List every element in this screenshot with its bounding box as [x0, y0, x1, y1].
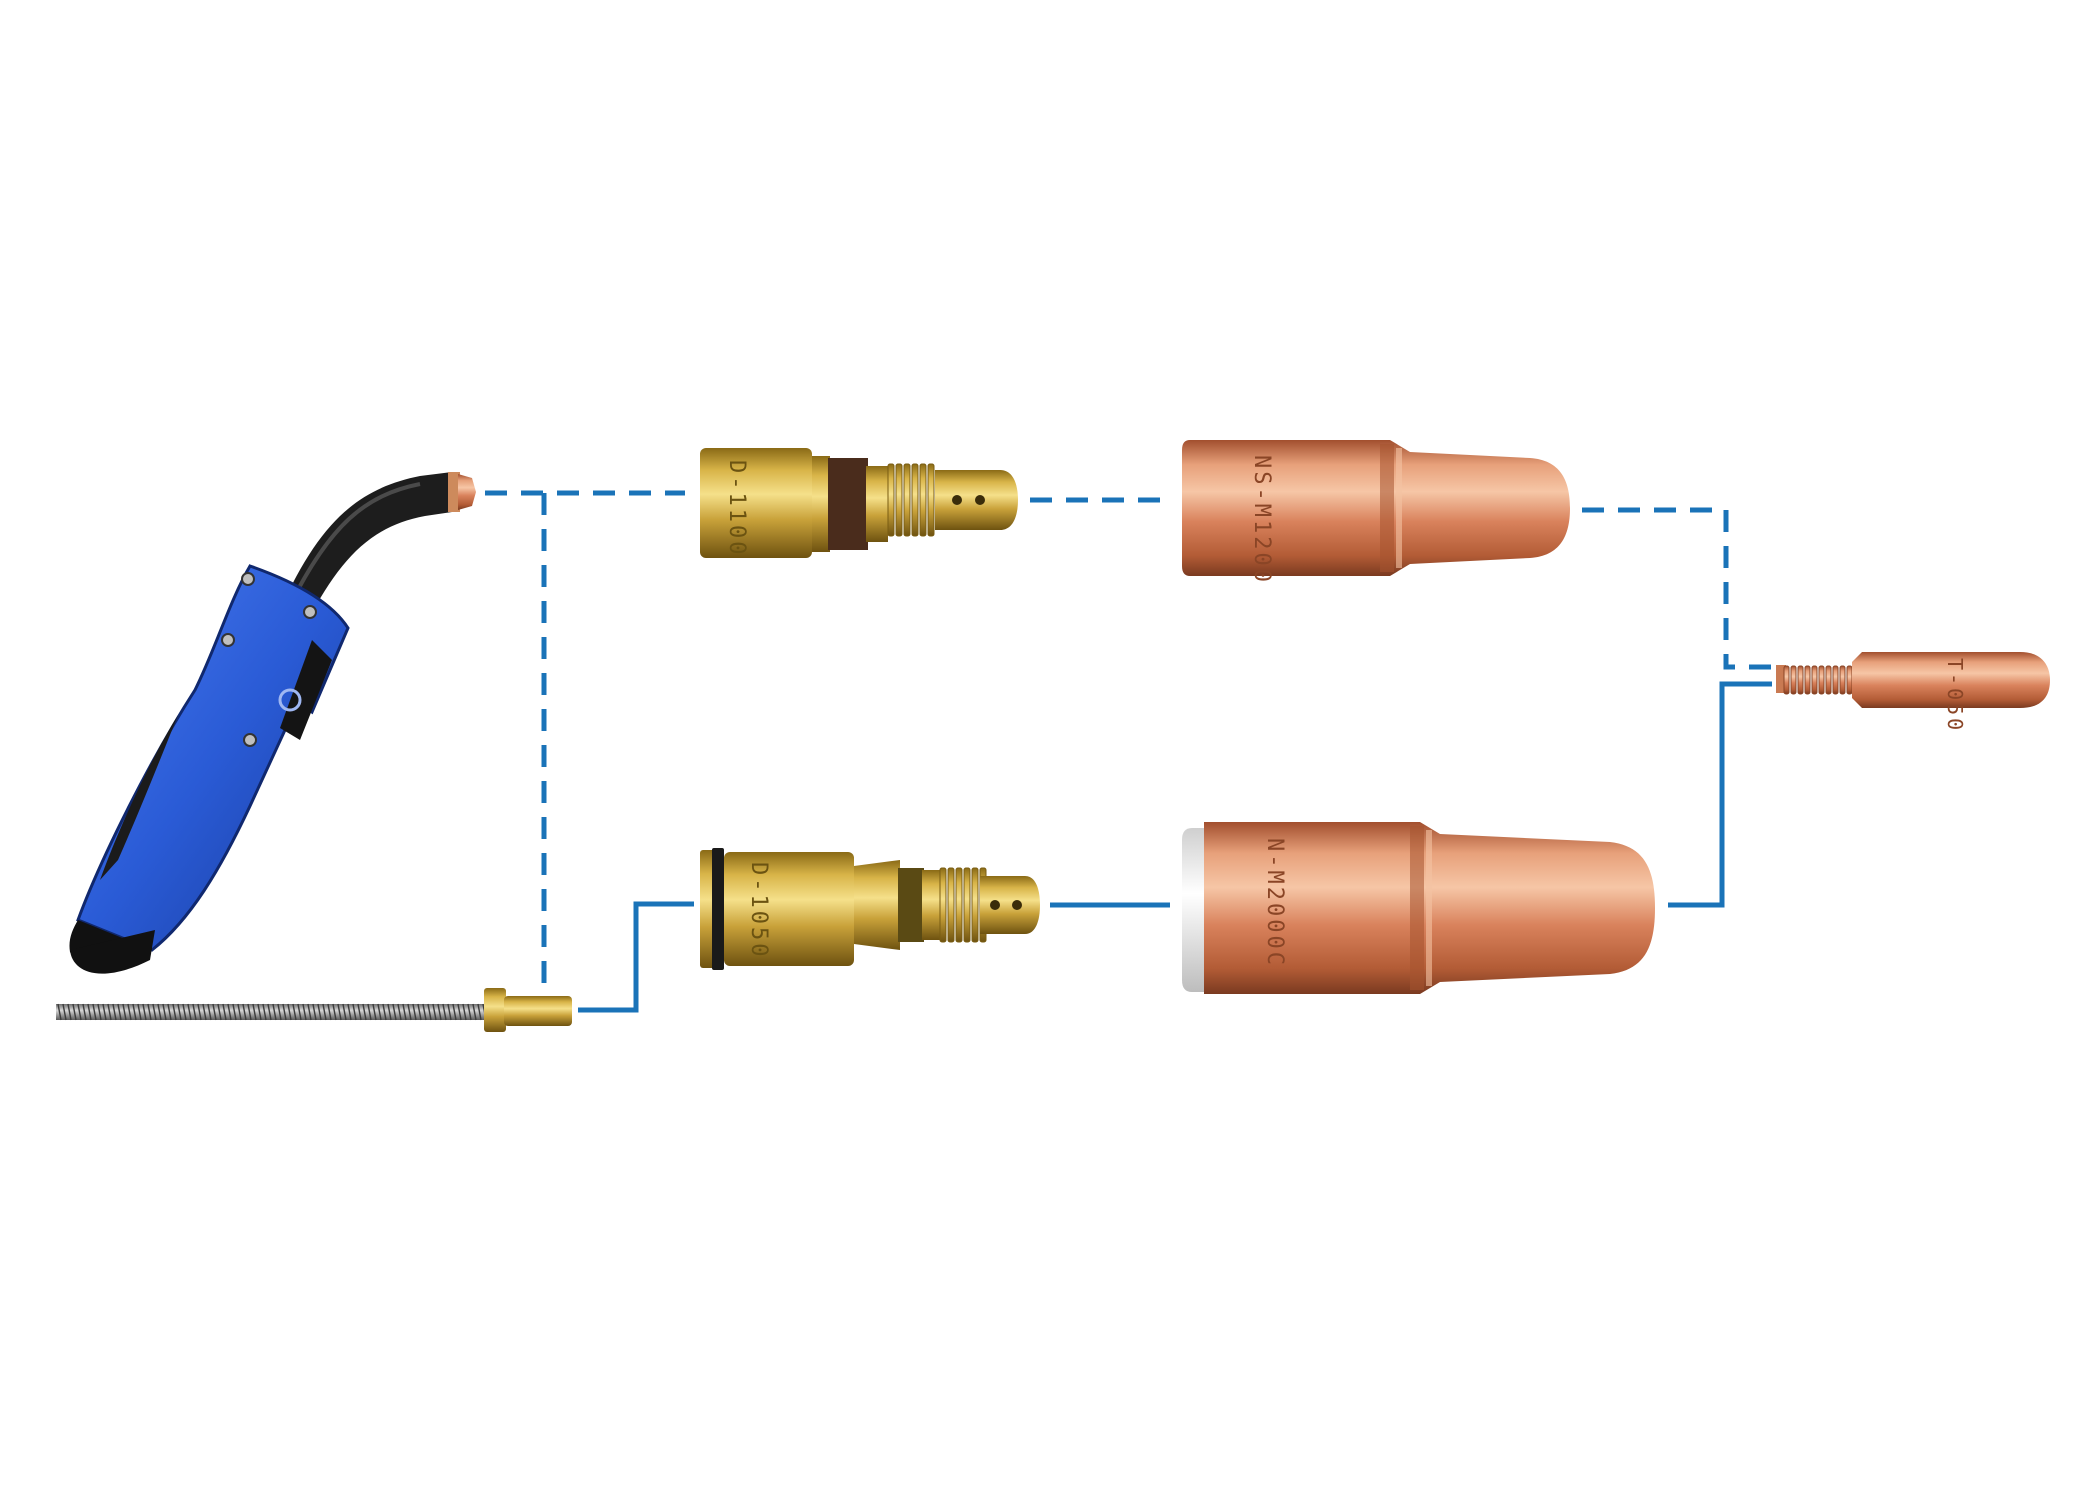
gas-diffuser-bottom: D-1050: [700, 848, 1040, 970]
connector-lines: [485, 490, 1772, 1013]
nozzle-top-marking: NS-M1200: [1249, 455, 1274, 585]
link-nozzle-top-to-tip: [1582, 507, 1772, 670]
mig-gun-icon: [69, 472, 476, 974]
nozzle-bottom-marking: N-M2000C: [1262, 838, 1287, 968]
link-liner-to-diffuser-bottom: [578, 901, 694, 1013]
liner-icon: [56, 988, 572, 1032]
nozzle-bottom: N-M2000C: [1182, 822, 1655, 994]
link-nozzle-bottom-to-tip: [1668, 681, 1772, 908]
diffuser-bottom-marking: D-1050: [746, 862, 771, 959]
contact-tip-icon: T-050: [1776, 652, 2050, 733]
contact-tip-marking: T-050: [1943, 658, 1967, 733]
diffuser-top-marking: D-1100: [724, 460, 749, 557]
gas-diffuser-top: D-1100: [700, 448, 1018, 558]
nozzle-top: NS-M1200: [1182, 440, 1570, 585]
